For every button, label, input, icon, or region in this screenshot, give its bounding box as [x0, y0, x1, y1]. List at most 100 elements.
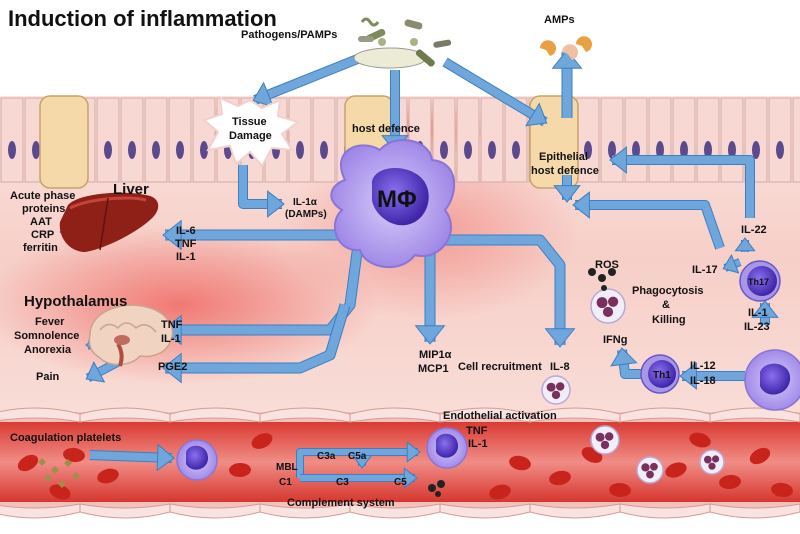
- platelet: [51, 466, 59, 474]
- hypothalamus-cytokine-2: IL-1: [161, 333, 181, 345]
- brain-image: [88, 304, 173, 367]
- liver-cytokine-1: IL-6: [176, 225, 196, 237]
- arrow-to-th1-head: [679, 362, 697, 390]
- cell-nucleus: [152, 141, 160, 159]
- platelet: [58, 480, 66, 488]
- endothelial-cell: [709, 407, 800, 423]
- arrow-complement-c5-head: [403, 467, 418, 489]
- ros-label: ROS: [595, 259, 619, 271]
- cell-recruitment-label: Cell recruitment: [458, 361, 542, 373]
- arrow-platelets-to-cell-head: [156, 443, 175, 472]
- complement-title: Complement system: [287, 497, 395, 509]
- neutrophils: [541, 288, 725, 484]
- amps-image: [540, 36, 592, 60]
- red-blood-cell: [609, 482, 631, 498]
- complement-c5a: C5a: [348, 451, 367, 462]
- neutrophil-lobe: [556, 382, 565, 391]
- hypothalamus-symptom-1: Fever: [35, 316, 65, 328]
- epithelial-label-2: host defence: [531, 165, 599, 177]
- liver-protein-1: Acute phase: [10, 190, 75, 202]
- epithelial-cell: [720, 97, 744, 183]
- cell-nucleus: [440, 141, 448, 159]
- liver-protein-2: proteins: [22, 203, 65, 215]
- cell-nucleus: [320, 141, 328, 159]
- cell-nucleus: [704, 141, 712, 159]
- platelet: [38, 458, 46, 466]
- phagocytosis-label-1: Phagocytosis: [632, 285, 704, 297]
- pge2-label: PGE2: [158, 361, 187, 373]
- arrow-brain-pain-head: [85, 361, 106, 383]
- cell-nucleus: [296, 141, 304, 159]
- monocyte-vessel: [176, 439, 218, 481]
- epithelial-cell: [768, 97, 792, 183]
- liver-title: Liver: [113, 181, 149, 198]
- phagocytosis-label-3: Killing: [652, 314, 686, 326]
- epithelial-cell: [696, 97, 720, 183]
- arrow-pathogen-to-damage-head: [252, 81, 274, 108]
- red-blood-cell: [771, 482, 793, 498]
- diagram-title: Induction of inflammation: [8, 6, 277, 31]
- cell-nucleus: [632, 141, 640, 159]
- epithelial-cell: [144, 97, 168, 183]
- cell-nucleus: [656, 141, 664, 159]
- damps-label-2: (DAMPs): [285, 209, 327, 220]
- epithelial-label-1: Epithelial: [539, 151, 588, 163]
- red-blood-cell: [97, 468, 119, 484]
- arrow-pathogen-to-epithelium: [442, 58, 548, 126]
- neutrophil-cell: [590, 425, 620, 455]
- pathogens-label: Pathogens/PAMPs: [241, 29, 337, 41]
- ifng-label: IFNg: [603, 334, 627, 346]
- neutrophil-lobe: [551, 390, 561, 400]
- arrow-to-liver-head: [162, 219, 182, 251]
- cell-nucleus: [776, 141, 784, 159]
- hypothalamus-symptom-3: Anorexia: [24, 344, 72, 356]
- neutrophil-lobe: [546, 382, 556, 392]
- arrow-pathogen-to-damage: [253, 54, 362, 104]
- epithelial-cell: [96, 97, 120, 183]
- coagulation-label: Coagulation platelets: [10, 432, 121, 444]
- macrophage-label: MΦ: [377, 186, 417, 213]
- cell-nucleus: [584, 141, 592, 159]
- arrow-il17: [575, 201, 724, 250]
- arrow-pathogen-to-epithelium-head: [525, 102, 548, 127]
- arrow-to-amps-head: [551, 49, 583, 69]
- red-blood-cell: [719, 474, 741, 490]
- epithelial-cell: [192, 97, 216, 183]
- neutrophil-lobe: [641, 463, 650, 472]
- bacteria: [428, 268, 616, 497]
- monocyte-endothelium: [426, 427, 468, 469]
- th1-inducer-1: IL-12: [690, 360, 716, 372]
- hypothalamus-symptom-2: Somnolence: [14, 330, 79, 342]
- complement-c3: C3: [336, 477, 349, 488]
- arrow-to-pge2: [165, 303, 350, 373]
- cell-nucleus: [32, 141, 40, 159]
- arrow-il22-head: [609, 146, 627, 174]
- neutrophil-lobe: [646, 470, 654, 479]
- epithelial-cell: [792, 97, 800, 183]
- arrow-to-mip1-head: [414, 325, 446, 345]
- neutrophil-cell: [541, 375, 571, 405]
- complement-c5: C5: [394, 477, 407, 488]
- red-blood-cell: [229, 462, 251, 478]
- th1-cell: [640, 354, 680, 394]
- tissue-damage-burst: [202, 96, 301, 168]
- red-blood-cell: [665, 462, 687, 478]
- red-blood-cell: [489, 484, 511, 500]
- cell-nucleus: [488, 141, 496, 159]
- red-blood-cell: [749, 447, 771, 465]
- arrow-il22: [612, 156, 754, 218]
- endothelial-cell: [709, 503, 800, 519]
- chemokine-1: MIP1α: [419, 349, 452, 361]
- pain-label: Pain: [36, 371, 60, 383]
- neutrophil-lobe: [712, 455, 720, 463]
- neutrophil-lobe: [602, 306, 614, 318]
- complement-c1: C1: [279, 477, 292, 488]
- th1-label: Th1: [653, 370, 671, 381]
- liver-protein-5: ferritin: [23, 242, 58, 254]
- th1-inducer-2: IL-18: [690, 375, 716, 387]
- il8-label: IL-8: [550, 361, 570, 373]
- red-blood-cell: [49, 484, 71, 500]
- cell-nucleus: [608, 141, 616, 159]
- red-blood-cell: [251, 433, 273, 449]
